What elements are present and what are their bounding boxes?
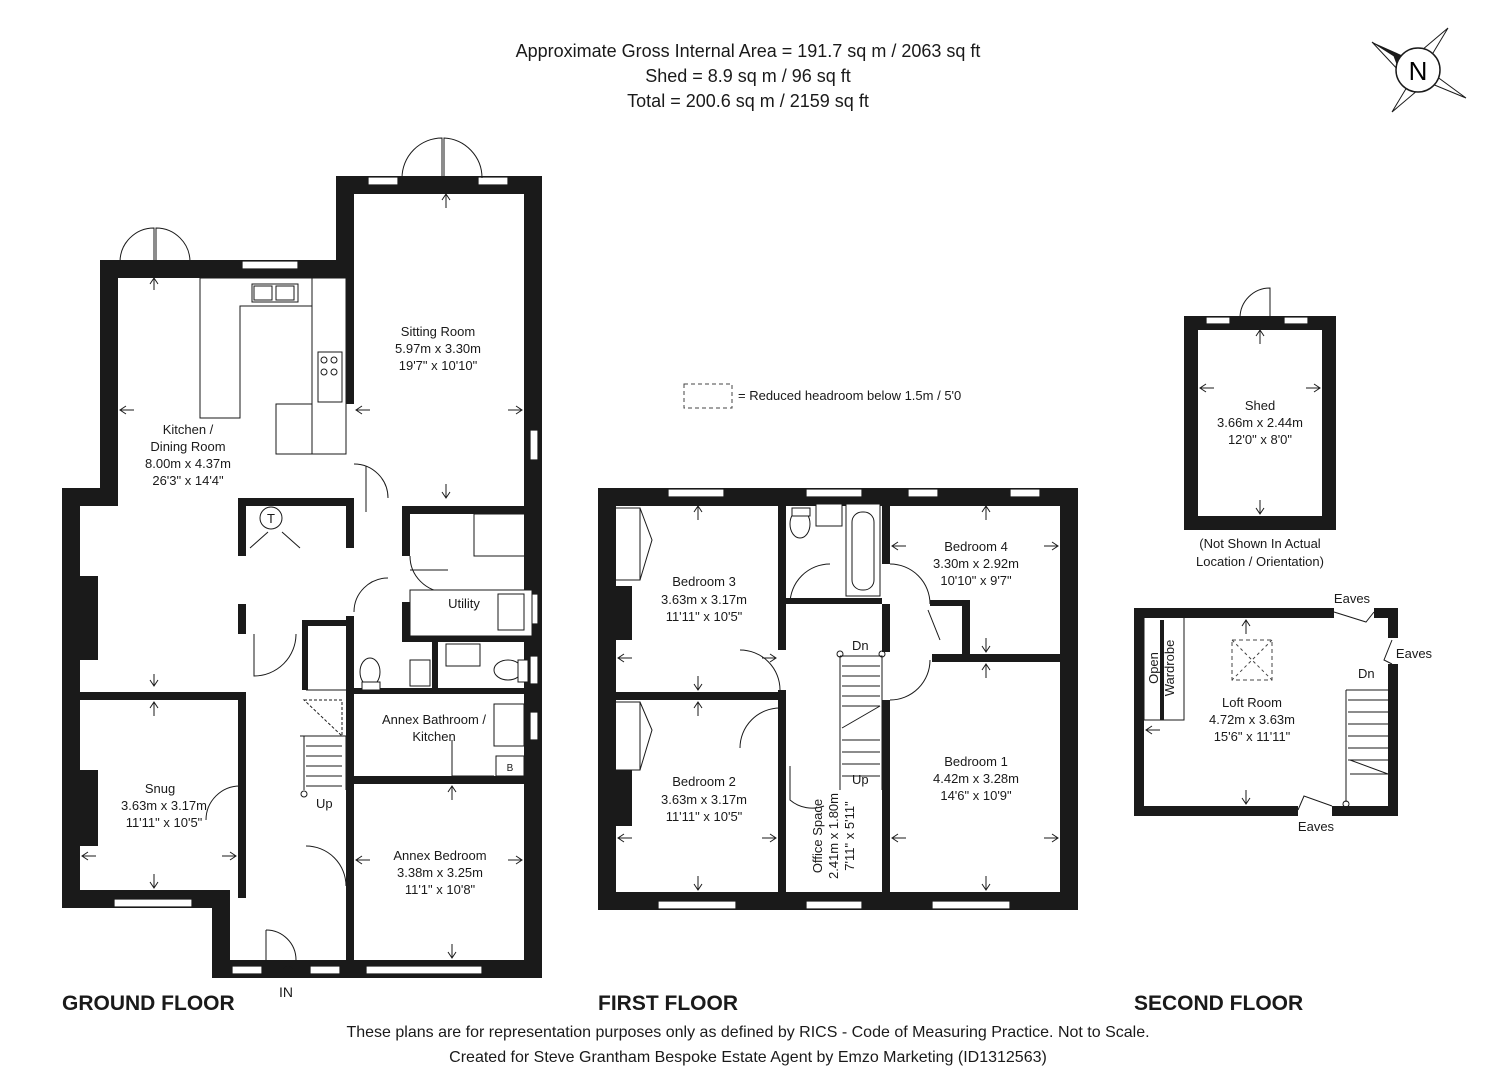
first-stairs-down: Dn bbox=[852, 638, 869, 653]
shed-note-2: Location / Orientation) bbox=[1196, 554, 1324, 569]
kitchen-metric: 8.00m x 4.37m bbox=[145, 456, 231, 471]
kitchen-imperial: 26'3" x 14'4" bbox=[152, 473, 224, 488]
snug-name: Snug bbox=[145, 781, 175, 796]
second-floor-title: SECOND FLOOR bbox=[1134, 992, 1303, 1015]
kitchen-name-2: Dining Room bbox=[150, 439, 225, 454]
wardrobe-label-1: Open bbox=[1146, 652, 1161, 684]
shed-note-1: (Not Shown In Actual bbox=[1199, 536, 1321, 551]
annex-bedroom-name: Annex Bedroom bbox=[393, 848, 486, 863]
office-space-name: Office Space bbox=[810, 799, 825, 873]
credit-line: Created for Steve Grantham Bespoke Estat… bbox=[449, 1049, 1047, 1066]
bedroom-2-name: Bedroom 2 bbox=[672, 774, 736, 789]
bedroom-4-imperial: 10'10" x 9'7" bbox=[940, 573, 1012, 588]
compass-letter: N bbox=[1409, 56, 1428, 86]
ground-stairs-up: Up bbox=[316, 796, 333, 811]
bedroom-3-metric: 3.63m x 3.17m bbox=[661, 592, 747, 607]
bedroom-2-metric: 3.63m x 3.17m bbox=[661, 792, 747, 807]
annex-bathroom-name-2: Kitchen bbox=[412, 729, 455, 744]
boiler-symbol: B bbox=[507, 763, 514, 774]
annex-bedroom-metric: 3.38m x 3.25m bbox=[397, 865, 483, 880]
eaves-top-label: Eaves bbox=[1334, 591, 1371, 606]
sitting-room-name: Sitting Room bbox=[401, 324, 475, 339]
tank-symbol: T bbox=[267, 511, 275, 526]
snug-imperial: 11'11" x 10'5" bbox=[126, 815, 203, 830]
sitting-room-metric: 5.97m x 3.30m bbox=[395, 341, 481, 356]
loft-room-metric: 4.72m x 3.63m bbox=[1209, 712, 1295, 727]
loft-room-imperial: 15'6" x 11'11" bbox=[1214, 729, 1291, 744]
eaves-right-label: Eaves bbox=[1396, 646, 1433, 661]
annex-bedroom-imperial: 11'1" x 10'8" bbox=[405, 882, 476, 897]
bedroom-1-imperial: 14'6" x 10'9" bbox=[940, 788, 1012, 803]
legend-text: = Reduced headroom below 1.5m / 5'0 bbox=[738, 388, 961, 403]
second-floor-plan: Dn Open Wardrobe Loft Room 4.72m x 3.63m… bbox=[1134, 591, 1433, 834]
shed-area-line: Shed = 8.9 sq m / 96 sq ft bbox=[645, 66, 851, 86]
sitting-room-imperial: 19'7" x 10'10" bbox=[399, 358, 478, 373]
loft-stairs-down: Dn bbox=[1358, 666, 1375, 681]
area-line: Approximate Gross Internal Area = 191.7 … bbox=[516, 41, 981, 61]
bedroom-2-imperial: 11'11" x 10'5" bbox=[666, 809, 743, 824]
bedroom-3-imperial: 11'11" x 10'5" bbox=[666, 609, 743, 624]
bedroom-1-metric: 4.42m x 3.28m bbox=[933, 771, 1019, 786]
shed-name: Shed bbox=[1245, 398, 1275, 413]
utility-name: Utility bbox=[448, 596, 480, 611]
bedroom-1-name: Bedroom 1 bbox=[944, 754, 1008, 769]
shed-plan: Shed 3.66m x 2.44m 12'0" x 8'0" (Not Sho… bbox=[1184, 287, 1336, 569]
total-area-line: Total = 200.6 sq m / 2159 sq ft bbox=[627, 91, 869, 111]
bedroom-4-name: Bedroom 4 bbox=[944, 539, 1008, 554]
office-space-imperial: 7'11" x 5'11" bbox=[842, 801, 857, 871]
first-stairs-up: Up bbox=[852, 772, 869, 787]
bedroom-3-name: Bedroom 3 bbox=[672, 574, 736, 589]
office-space-metric: 2.41m x 1.80m bbox=[826, 793, 841, 879]
shed-imperial: 12'0" x 8'0" bbox=[1228, 432, 1292, 447]
bedroom-4-metric: 3.30m x 2.92m bbox=[933, 556, 1019, 571]
entrance-label: IN bbox=[279, 984, 293, 1000]
snug-metric: 3.63m x 3.17m bbox=[121, 798, 207, 813]
annex-bathroom-name-1: Annex Bathroom / bbox=[382, 712, 486, 727]
legend-swatch bbox=[683, 383, 733, 409]
first-floor-plan: Dn Up Bedroom 3 3.63m x 3.17m 11'11" x 1… bbox=[598, 488, 1078, 910]
eaves-bottom-label: Eaves bbox=[1298, 819, 1335, 834]
first-floor-title: FIRST FLOOR bbox=[598, 992, 738, 1015]
wardrobe-label-2: Wardrobe bbox=[1162, 640, 1177, 697]
compass-icon: N bbox=[1371, 27, 1467, 113]
disclaimer-line: These plans are for representation purpo… bbox=[346, 1024, 1149, 1041]
ground-floor-title: GROUND FLOOR bbox=[62, 992, 235, 1015]
shed-metric: 3.66m x 2.44m bbox=[1217, 415, 1303, 430]
loft-room-name: Loft Room bbox=[1222, 695, 1282, 710]
ground-floor-plan: T B Up Kitchen / Dining Room 8.00m x 4.3… bbox=[62, 137, 542, 1000]
kitchen-name-1: Kitchen / bbox=[163, 422, 214, 437]
